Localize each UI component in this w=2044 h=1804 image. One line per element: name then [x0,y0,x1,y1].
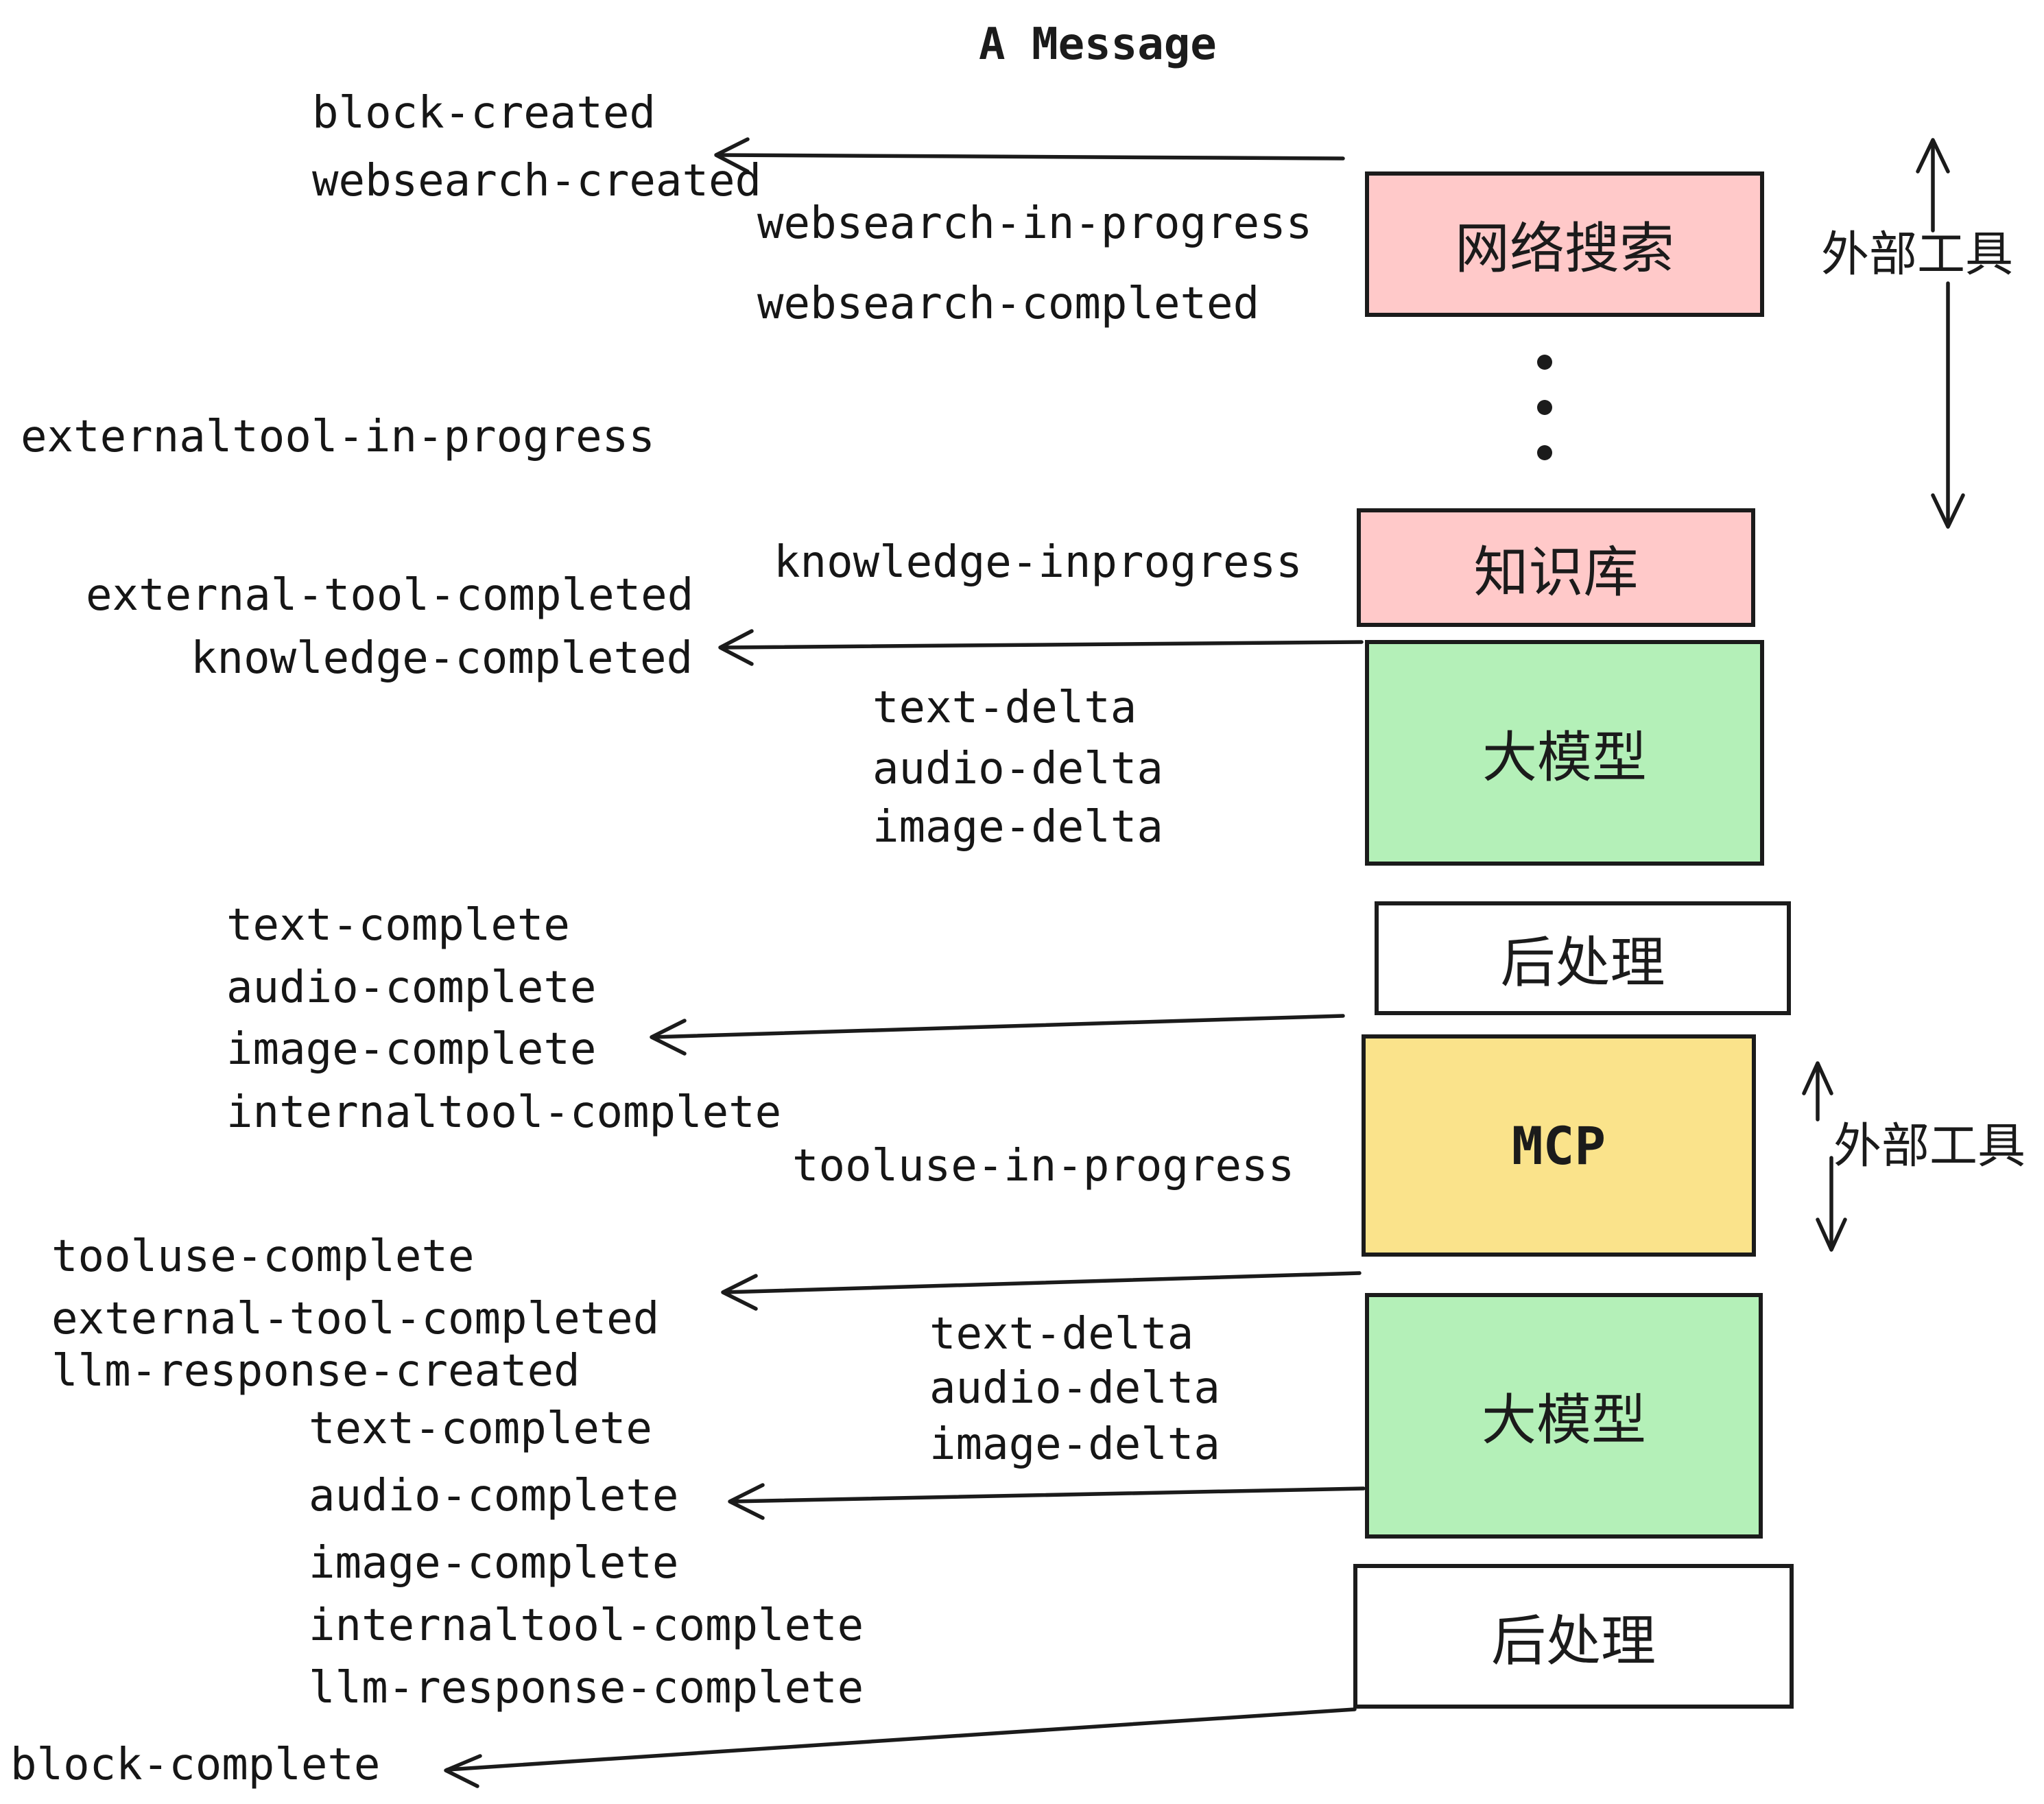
event-audio-delta-2: audio-delta [929,1363,1220,1414]
event-websearch-in-progress: websearch-in-progress [757,198,1313,249]
event-internaltool-complete-2: internaltool-complete [309,1600,864,1651]
event-text-complete-2: text-complete [309,1403,652,1454]
event-external-tool-completed-2: external-tool-completed [51,1294,660,1344]
event-external-tool-completed-1: external-tool-completed [86,570,694,621]
event-image-delta-1: image-delta [872,802,1163,853]
box-llm-1-label: 大模型 [1482,725,1647,790]
event-audio-delta-1: audio-delta [872,744,1163,794]
box-websearch-label: 网络搜索 [1455,217,1674,281]
event-websearch-created: websearch-created [312,156,762,206]
event-block-complete: block-complete [10,1740,381,1790]
ellipsis-dot [1537,445,1552,460]
box-postprocess-2: 后处理 [1353,1564,1794,1709]
arrow-to-tooluse-complete [721,1271,1362,1311]
event-text-delta-1: text-delta [872,683,1137,733]
vertical-ellipsis-dots [1537,355,1552,460]
event-text-complete-1: text-complete [226,900,570,951]
event-llm-response-created: llm-response-created [51,1346,580,1397]
event-block-created: block-created [312,88,656,139]
event-audio-complete-2: audio-complete [309,1471,679,1521]
box-mcp: MCP [1362,1034,1756,1257]
box-llm-2-label: 大模型 [1482,1388,1646,1452]
box-knowledge-label: 知识库 [1473,540,1639,604]
event-tooluse-complete: tooluse-complete [51,1231,475,1282]
box-websearch: 网络搜索 [1365,171,1764,317]
diagram-title: A Message [979,19,1217,70]
label-external-tools-top: 外部工具 [1821,226,2013,283]
box-llm-2: 大模型 [1365,1293,1763,1539]
box-llm-1: 大模型 [1365,640,1764,866]
ellipsis-dot [1537,400,1552,415]
box-mcp-label: MCP [1511,1115,1606,1176]
event-image-complete-2: image-complete [309,1538,679,1589]
arrow-to-audio-complete [728,1483,1366,1520]
event-audio-complete-1: audio-complete [226,962,597,1013]
arrow-to-knowledge-completed [718,629,1364,666]
box-postprocess-1-label: 后处理 [1500,931,1665,995]
ellipsis-dot [1537,355,1552,370]
event-text-delta-2: text-delta [929,1309,1194,1360]
box-postprocess-2-label: 后处理 [1491,1609,1656,1673]
arrow-to-websearch-created [714,137,1345,174]
event-websearch-completed: websearch-completed [757,278,1260,329]
arrow-to-image-complete [650,1014,1345,1056]
event-image-delta-2: image-delta [929,1419,1220,1470]
event-internaltool-complete-1: internaltool-complete [226,1087,782,1138]
external-tools-up-arrow-mcp [1802,1061,1833,1121]
event-image-complete-1: image-complete [226,1024,597,1075]
event-knowledge-inprogress: knowledge-inprogress [774,537,1303,588]
box-knowledge: 知识库 [1357,508,1755,627]
event-tooluse-in-progress: tooluse-in-progress [792,1141,1295,1191]
event-knowledge-completed: knowledge-completed [191,633,693,684]
external-tools-down-arrow-top [1931,281,1965,529]
box-postprocess-1: 后处理 [1375,901,1791,1015]
label-external-tools-mcp: 外部工具 [1833,1117,2025,1174]
arrow-to-block-complete [444,1707,1357,1788]
event-externaltool-in-progress: externaltool-in-progress [21,412,655,462]
event-llm-response-complete: llm-response-complete [309,1663,864,1713]
